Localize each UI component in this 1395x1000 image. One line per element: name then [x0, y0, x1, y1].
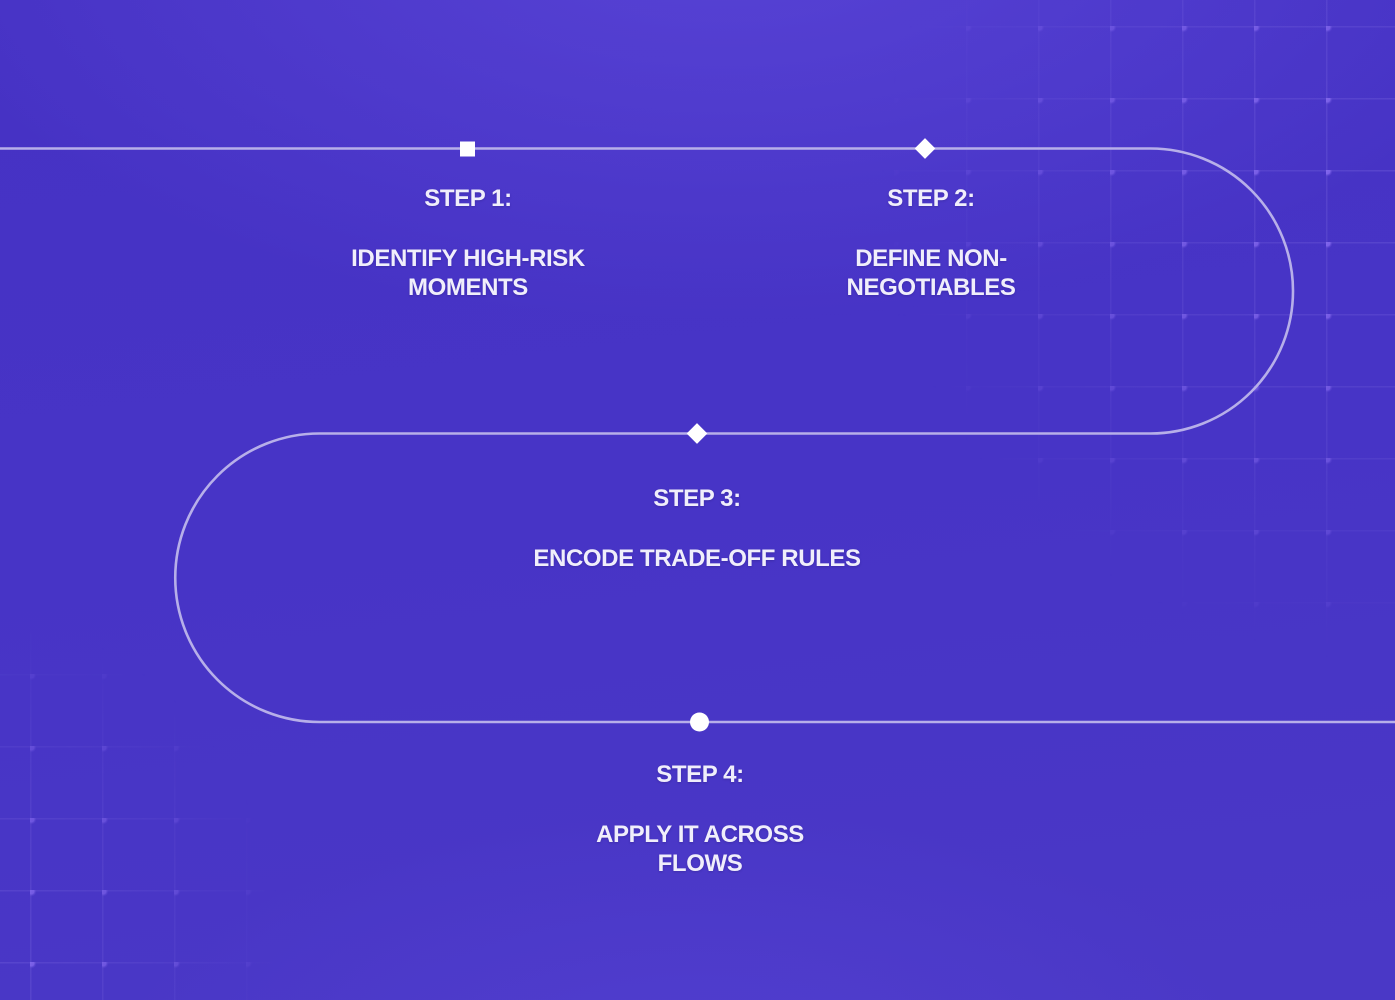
step-1-title: STEP 1:: [424, 185, 512, 212]
step-4-description-line: FLOWS: [657, 850, 743, 877]
step3-diamond-marker-icon: [686, 423, 708, 444]
step-2-block: STEP 2: DEFINE NON- NEGOTIABLES: [847, 184, 1016, 302]
step-3-description-line: ENCODE TRADE-OFF RULES: [533, 545, 861, 572]
step-4-title: STEP 4:: [656, 761, 744, 788]
step-4-description-line: APPLY IT ACROSS: [596, 821, 804, 848]
step-1-description: IDENTIFY HIGH-RISK MOMENTS: [351, 244, 585, 302]
step-4-block: STEP 4: APPLY IT ACROSS FLOWS: [596, 760, 804, 878]
step-2-title: STEP 2:: [887, 185, 975, 212]
step-1-description-line: MOMENTS: [408, 274, 528, 301]
step-3-description: ENCODE TRADE-OFF RULES: [533, 544, 861, 573]
step-1-description-line: IDENTIFY HIGH-RISK: [351, 245, 585, 272]
step-2-description: DEFINE NON- NEGOTIABLES: [847, 244, 1016, 302]
step-2-description-line: NEGOTIABLES: [846, 274, 1016, 301]
step-2-description-line: DEFINE NON-: [855, 245, 1007, 272]
step-3-title: STEP 3:: [653, 485, 741, 512]
step4-circle-marker-icon: [690, 712, 709, 732]
step1-square-marker-icon: [460, 141, 475, 157]
serpentine-path: [0, 147, 1395, 724]
step-3-block: STEP 3: ENCODE TRADE-OFF RULES: [533, 484, 861, 573]
step2-diamond-marker-icon: [914, 138, 936, 159]
step-1-block: STEP 1: IDENTIFY HIGH-RISK MOMENTS: [351, 184, 585, 302]
step-4-description: APPLY IT ACROSS FLOWS: [596, 820, 804, 878]
